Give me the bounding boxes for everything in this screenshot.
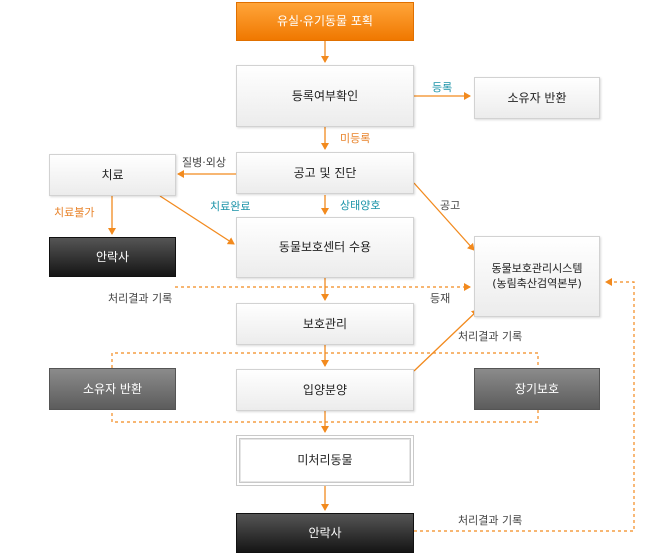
dotted-bottom-to-system <box>414 278 635 532</box>
node-capture: 유실·유기동물 포획 <box>236 2 414 41</box>
node-owner-return-left-label: 소유자 반환 <box>82 381 142 396</box>
node-notice-diagnosis: 공고 및 진단 <box>236 152 414 194</box>
node-shelter-label: 동물보호센터 수용 <box>278 240 372 255</box>
arrow-notice-to-system <box>413 182 475 251</box>
node-capture-label: 유실·유기동물 포획 <box>277 14 373 29</box>
node-protection-system-line1: 동물보호관리시스템 <box>491 261 583 275</box>
node-euthanasia-top-label: 안락사 <box>95 249 130 264</box>
node-notice-diagnosis-label: 공고 및 진단 <box>293 165 357 180</box>
node-protection-system-line2: (농림축산검역본부) <box>492 276 582 290</box>
node-euthanasia-top: 안락사 <box>49 237 176 277</box>
node-shelter: 동물보호센터 수용 <box>236 217 414 278</box>
node-unprocessed-label: 미처리동물 <box>297 453 353 468</box>
label-record-result-3: 처리결과 기록 <box>458 514 523 527</box>
node-euthanasia-bottom: 안락사 <box>236 513 414 553</box>
node-owner-return-left: 소유자 반환 <box>49 368 176 410</box>
node-owner-return-top: 소유자 반환 <box>474 77 600 119</box>
node-unprocessed: 미처리동물 <box>236 435 414 486</box>
label-record-result-2: 처리결과 기록 <box>458 330 523 343</box>
node-registration-check-label: 등록여부확인 <box>291 88 359 103</box>
arrow-adoption-to-system <box>413 309 479 372</box>
label-disease-injury: 질병·외상 <box>182 156 226 169</box>
label-notice: 공고 <box>440 199 461 212</box>
node-treatment-label: 치료 <box>101 167 124 182</box>
label-good-condition: 상태양호 <box>340 199 381 212</box>
label-unregistered: 미등록 <box>340 132 371 145</box>
node-registration-check: 등록여부확인 <box>236 65 414 127</box>
node-long-term-care: 장기보호 <box>474 368 600 410</box>
node-long-term-care-label: 장기보호 <box>514 381 560 396</box>
label-untreatable: 치료불가 <box>54 206 95 219</box>
arrow-treatment-to-shelter <box>159 195 235 245</box>
node-treatment: 치료 <box>49 154 176 196</box>
node-protection-system: 동물보호관리시스템 (농림축산검역본부) <box>474 236 600 317</box>
label-posted: 등재 <box>430 292 451 305</box>
node-euthanasia-bottom-label: 안락사 <box>308 525 342 540</box>
label-registered: 등록 <box>432 81 453 94</box>
label-record-result-1: 처리결과 기록 <box>108 292 173 305</box>
node-care: 보호관리 <box>236 303 414 345</box>
node-care-label: 보호관리 <box>302 316 348 331</box>
node-adoption-label: 입양분양 <box>302 382 348 397</box>
label-treatment-done: 치료완료 <box>210 200 251 213</box>
node-adoption: 입양분양 <box>236 369 414 411</box>
node-owner-return-top-label: 소유자 반환 <box>507 90 567 105</box>
